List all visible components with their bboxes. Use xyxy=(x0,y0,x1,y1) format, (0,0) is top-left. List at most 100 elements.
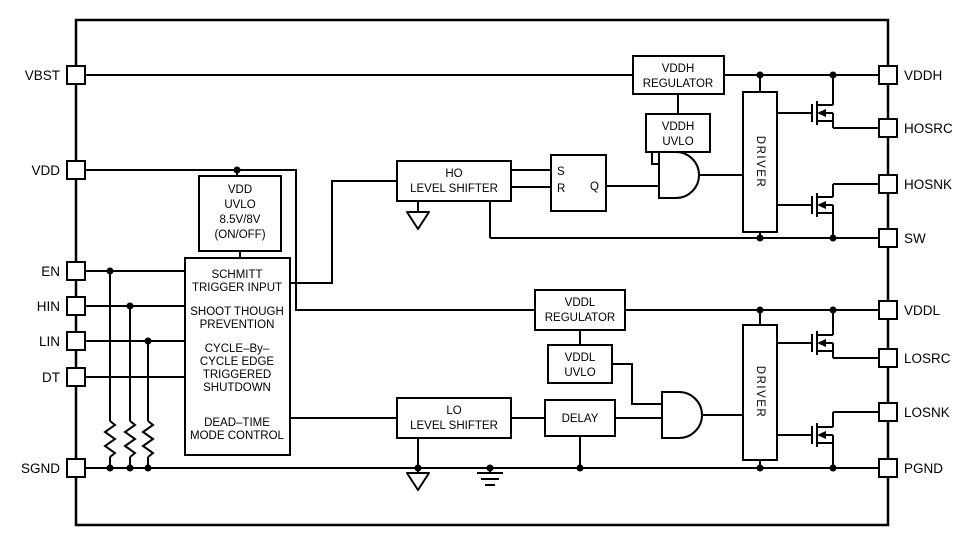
pin-vddl-pad xyxy=(878,300,898,320)
junction-dot xyxy=(486,464,494,472)
vddl-regulator-label-1: VDDL xyxy=(565,297,596,309)
junction-dot xyxy=(106,464,114,472)
pin-vddh: VDDH xyxy=(878,65,942,85)
pin-lin-pad xyxy=(66,331,86,351)
pin-sgnd-pad xyxy=(66,458,86,478)
junction-dot xyxy=(829,306,837,314)
pin-hosrc-label: HOSRC xyxy=(904,121,953,136)
control-logic-label-7: TRIGGERED xyxy=(203,369,271,381)
pin-hosrc: HOSRC xyxy=(878,118,953,138)
junction-dot xyxy=(756,464,764,472)
pin-hosrc-pad xyxy=(878,118,898,138)
junction-dot xyxy=(576,464,584,472)
pins-right: VDDH HOSRC HOSNK SW VDDL LOSRC LOSNK PG xyxy=(878,65,953,478)
control-logic-label-6: CYCLE EDGE xyxy=(200,356,274,368)
pin-pgnd-label: PGND xyxy=(904,461,943,476)
pins-left: VBST VDD EN HIN LIN DT SGND xyxy=(21,65,86,478)
pin-dt: DT xyxy=(42,367,86,387)
resistor-hin xyxy=(123,420,137,458)
vdd-uvlo-label-2: UVLO xyxy=(224,199,255,211)
block-vddl-uvlo: VDDL UVLO xyxy=(547,344,613,384)
sr-latch-box xyxy=(550,154,607,212)
pin-sw-pad xyxy=(878,228,898,248)
vddh-uvlo-label-2: UVLO xyxy=(662,136,693,148)
driver-low-label: DRIVER xyxy=(754,366,766,418)
block-ho-level-shifter: HO LEVEL SHIFTER xyxy=(396,160,512,202)
pin-hin: HIN xyxy=(37,296,86,316)
junction-dot xyxy=(829,71,837,79)
pin-sw: SW xyxy=(878,228,926,248)
lo-level-shifter-label-1: LO xyxy=(446,405,461,417)
junction-dot xyxy=(829,464,837,472)
block-control-logic: SCHMITT TRIGGER INPUT SHOOT THOUGH PREVE… xyxy=(184,257,291,456)
mosfet-hosrc xyxy=(777,75,879,129)
pin-pgnd-pad xyxy=(878,458,898,478)
driver-high-box xyxy=(742,91,778,233)
pin-losnk-pad xyxy=(878,402,898,422)
vddl-uvlo-label-1: VDDL xyxy=(565,352,596,364)
junction-dot xyxy=(414,464,422,472)
ho-level-shifter-label-2: LEVEL SHIFTER xyxy=(410,183,498,195)
control-logic-label-10: MODE CONTROL xyxy=(190,430,285,442)
vddl-regulator-box xyxy=(534,289,626,331)
pin-sgnd-label: SGND xyxy=(21,461,60,476)
block-driver-high: DRIVER xyxy=(742,91,778,233)
junction-dot xyxy=(126,302,134,310)
pin-pgnd: PGND xyxy=(878,458,943,478)
pin-vddl: VDDL xyxy=(878,300,941,320)
control-logic-label-4: PREVENTION xyxy=(200,319,275,331)
pulldown-resistors xyxy=(103,420,155,458)
pin-hosnk-pad xyxy=(878,174,898,194)
block-lo-level-shifter: LO LEVEL SHIFTER xyxy=(396,397,512,439)
pin-vddh-pad xyxy=(878,65,898,85)
vddh-regulator-label-2: REGULATOR xyxy=(643,78,714,90)
vddh-uvlo-box xyxy=(645,113,711,153)
vddl-uvlo-box xyxy=(547,344,613,384)
control-logic-label-3: SHOOT THOUGH xyxy=(190,306,284,318)
control-logic-label-5: CYCLE–By– xyxy=(205,343,270,355)
pin-dt-pad xyxy=(66,367,86,387)
pin-vdd: VDD xyxy=(31,160,86,180)
block-vdd-uvlo: VDD UVLO 8.5V/8V (ON/OFF) xyxy=(198,175,282,252)
floating-ground-high-triangle xyxy=(406,211,430,230)
mosfet-hosnk-symbol xyxy=(777,183,879,238)
pin-losrc: LOSRC xyxy=(878,348,951,368)
control-logic-label-2: TRIGGER INPUT xyxy=(192,282,282,294)
vdd-uvlo-label-3: 8.5V/8V xyxy=(220,214,261,226)
delay-box xyxy=(544,399,616,437)
ho-level-shifter-label-1: HO xyxy=(445,168,462,180)
mosfet-losrc xyxy=(777,310,879,359)
vdd-uvlo-label-4: (ON/OFF) xyxy=(214,229,265,241)
vddh-uvlo-label-1: VDDH xyxy=(662,121,695,133)
junction-dot xyxy=(106,267,114,275)
pin-losrc-pad xyxy=(878,348,898,368)
pin-en-pad xyxy=(66,261,86,281)
mosfet-losrc-symbol xyxy=(777,310,879,359)
junction-dot xyxy=(144,464,152,472)
junction-dot xyxy=(144,337,152,345)
lo-level-shifter-label-2: LEVEL SHIFTER xyxy=(410,420,498,432)
ho-level-shifter-box xyxy=(396,160,512,202)
pin-hosnk: HOSNK xyxy=(878,174,952,194)
junction-dots xyxy=(106,71,837,472)
mosfet-losrc-arrow xyxy=(817,339,826,347)
mosfet-hosrc-symbol xyxy=(777,75,879,129)
pin-vddh-label: VDDH xyxy=(904,68,942,83)
and-gate-high-shape xyxy=(658,151,701,199)
junction-dot xyxy=(829,234,837,242)
and-gate-low xyxy=(661,391,704,439)
pin-hosnk-label: HOSNK xyxy=(904,177,952,192)
wire-uvlo-to-and-high xyxy=(651,152,659,165)
control-logic-label-8: SHUTDOWN xyxy=(203,382,271,394)
driver-high-label: DRIVER xyxy=(754,136,766,188)
pin-losnk: LOSNK xyxy=(878,402,950,422)
pin-lin-label: LIN xyxy=(39,334,60,349)
and-gate-high xyxy=(658,151,701,199)
junction-dot xyxy=(233,166,241,174)
wire-vdd xyxy=(85,169,535,311)
junction-dot xyxy=(756,71,764,79)
pin-vbst-pad xyxy=(66,65,86,85)
pin-losnk-label: LOSNK xyxy=(904,405,950,420)
mosfet-losnk xyxy=(777,411,879,468)
